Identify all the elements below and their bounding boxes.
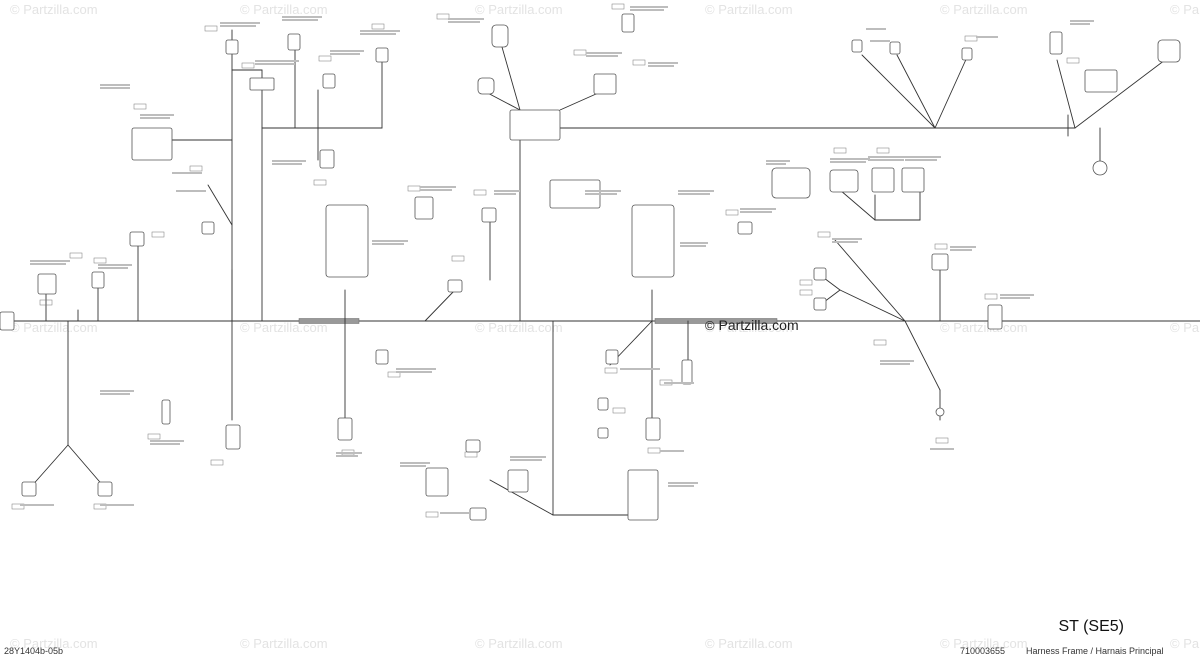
connector [593,73,617,95]
connector [931,253,949,271]
watermark: © Partzilla.com [1170,2,1200,17]
fuse-block-right-2 [901,167,925,193]
connector [507,469,529,493]
connector [987,304,1003,330]
connector [1049,31,1063,55]
watermark: © Partzilla.com [10,320,98,335]
watermark: © Partzilla.com [240,636,328,651]
connector [319,149,335,169]
fuse-block-top-right [1084,69,1118,93]
connector [249,77,275,91]
connector [375,349,389,365]
diagram-title: ST (SE5) [1058,618,1125,635]
connector [375,47,389,63]
connector [201,221,215,235]
fuse-block-right [871,167,895,193]
trunk-sleeve-left [298,318,360,324]
connector [91,271,105,289]
connector [225,39,239,55]
connector [337,417,353,441]
connector [813,267,827,281]
connector [425,467,449,497]
ecu-module-right [631,204,675,278]
connector [322,73,336,89]
connector [961,47,973,61]
watermark: © Partzilla.com [1170,320,1200,335]
watermark: © Partzilla.com [705,2,793,17]
connector [97,481,113,497]
connector [21,481,37,497]
diagram-caption: Harness Frame / Harnais Principal [1026,646,1164,656]
connector [1157,39,1181,63]
connector [597,397,609,411]
connector [681,359,693,385]
connector [465,439,481,453]
watermark: © Partzilla.com [10,636,98,651]
watermark: © Partzilla.com [475,320,563,335]
connector [287,33,301,51]
connector [129,231,145,247]
connector [477,77,495,95]
connector [447,279,463,293]
connector [469,507,487,521]
connector [889,41,901,55]
central-junction [509,109,561,141]
watermark: © Partzilla.com [705,636,793,651]
fuse-block-right-3 [829,169,859,193]
connector [37,273,57,295]
figure-code: 28Y1404b-05b [4,646,64,656]
ground-ring [1092,160,1108,176]
watermark: © Partzilla.com [940,2,1028,17]
watermark: © Partzilla.com [940,636,1028,651]
connector [161,399,171,425]
watermark: © Partzilla.com [475,636,563,651]
partzilla-brand: © Partzilla.com [705,317,799,333]
trunk-sleeve-right [654,318,778,324]
connector [813,297,827,311]
part-number: 710003655 [960,646,1006,656]
watermark: © Partzilla.com [1170,636,1200,651]
connector [645,417,661,441]
connector [605,349,619,365]
connector [225,424,241,450]
connector [414,196,434,220]
watermark: © Partzilla.com [475,2,563,17]
ecu-module-left [325,204,369,278]
connector [597,427,609,439]
connector [621,13,635,33]
connector [0,311,15,331]
watermark: © Partzilla.com [240,2,328,17]
instrument-module [131,127,173,161]
watermark: © Partzilla.com [940,320,1028,335]
rocker-switch [771,167,811,199]
connector [481,207,497,223]
connector [737,221,753,235]
lower-box [627,469,659,521]
connector [851,39,863,53]
terminal-ring [935,407,945,417]
connector [491,24,509,48]
watermark: © Partzilla.com [10,2,98,17]
